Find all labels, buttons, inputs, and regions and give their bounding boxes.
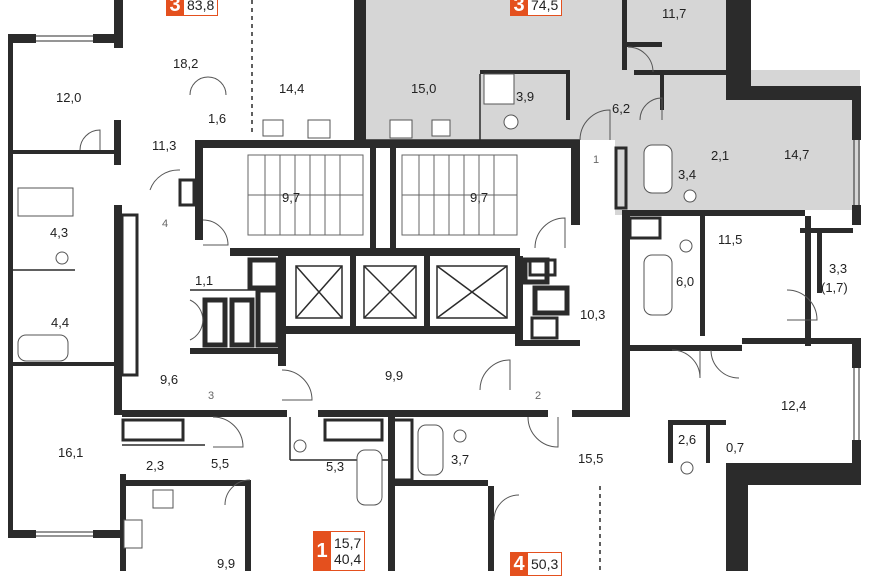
apartment-total-area: 40,4 (334, 551, 362, 567)
room-area: 15,5 (578, 451, 604, 466)
entrance-number: 1 (593, 154, 600, 166)
room-area: 15,0 (411, 81, 437, 96)
room-area: 16,1 (58, 445, 84, 460)
room-area: 12,4 (781, 398, 807, 413)
apartment-area: 83,8 (184, 0, 219, 16)
room-area: 3,4 (678, 167, 697, 182)
room-area: 14,4 (279, 81, 305, 96)
entrance-number: 3 (208, 390, 215, 402)
room-area: 5,3 (326, 459, 345, 474)
walls (8, 0, 861, 571)
room-area: 1,1 (195, 273, 214, 288)
room-area: 5,5 (211, 456, 230, 471)
room-area: 9,7 (470, 190, 489, 205)
stairs (247, 154, 518, 236)
room-area: 11,3 (152, 138, 177, 153)
fixtures (17, 73, 697, 549)
room-area: 9,9 (385, 368, 404, 383)
room-area: 6,2 (612, 101, 631, 116)
room-area: 11,7 (662, 6, 687, 21)
apartment-area: 74,5 (528, 0, 563, 16)
room-area: 1,6 (208, 111, 227, 126)
room-area: 3,7 (451, 452, 470, 467)
apartment-area: 50,3 (528, 552, 563, 576)
room-area: 9,6 (160, 372, 179, 387)
apartment-room-count: 1 (313, 531, 331, 571)
entrance-number: 2 (535, 390, 542, 402)
apartment-room-count: 4 (510, 552, 528, 576)
room-area: 12,0 (56, 90, 82, 105)
apartment-area: 15,7 40,4 (331, 531, 366, 571)
room-area: 6,0 (676, 274, 695, 289)
room-area: 3,3 (829, 261, 848, 276)
apartment-room-count: 3 (510, 0, 528, 16)
room-area: 9,7 (282, 190, 301, 205)
elevators (295, 265, 508, 319)
room-area: (1,7) (821, 280, 848, 295)
room-area: 4,4 (51, 315, 70, 330)
doors (79, 46, 818, 521)
room-area: 2,6 (678, 432, 697, 447)
room-area: 11,5 (718, 232, 743, 247)
shafts (202, 257, 570, 348)
room-area: 18,2 (173, 56, 199, 71)
apartment-badge[interactable]: 4 50,3 (510, 552, 563, 576)
apartment-badge[interactable]: 1 15,7 40,4 (313, 531, 366, 571)
apartment-badge[interactable]: 3 83,8 (166, 0, 219, 16)
room-area: 9,9 (217, 556, 236, 571)
apartment-badge[interactable]: 3 74,5 (510, 0, 563, 16)
room-area: 0,7 (726, 440, 745, 455)
room-area: 14,7 (784, 147, 810, 162)
room-area: 3,9 (516, 89, 535, 104)
room-area: 2,3 (146, 458, 165, 473)
room-area: 2,1 (711, 148, 730, 163)
room-area: 4,3 (50, 225, 69, 240)
apartment-living-area: 15,7 (334, 534, 362, 551)
windows (36, 35, 860, 537)
apartment-room-count: 3 (166, 0, 184, 16)
room-area: 10,3 (580, 307, 606, 322)
counters (120, 146, 662, 482)
entrance-number: 4 (162, 218, 169, 230)
